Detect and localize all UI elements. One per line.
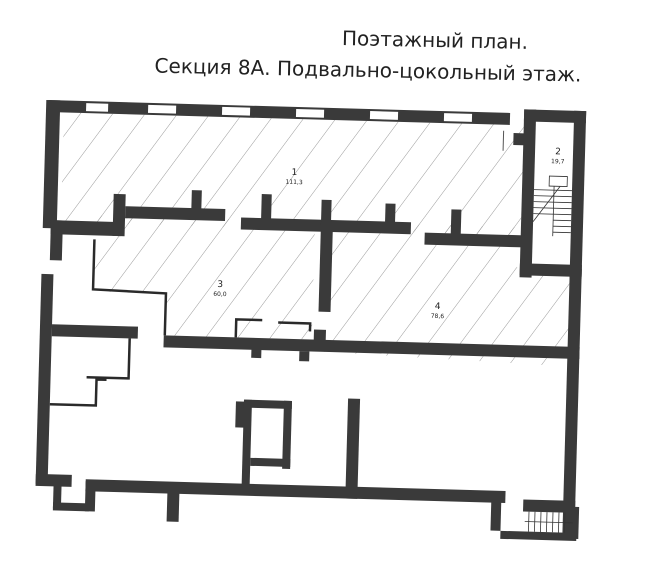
svg-text:19,7: 19,7 xyxy=(551,158,565,165)
svg-text:1: 1 xyxy=(291,168,297,178)
svg-text:2: 2 xyxy=(555,147,561,157)
staircase-icon xyxy=(532,175,572,237)
room-3-label: 3 60,0 xyxy=(213,280,227,298)
room-1-label: 1 111,3 xyxy=(285,168,303,186)
svg-text:111,3: 111,3 xyxy=(285,179,303,186)
entrance-stairs-icon xyxy=(524,511,573,533)
room-3-hatch xyxy=(92,215,316,340)
svg-text:78,6: 78,6 xyxy=(431,313,445,320)
partitions xyxy=(49,239,312,407)
svg-text:3: 3 xyxy=(217,280,223,290)
room-4-hatch xyxy=(324,221,577,367)
walls xyxy=(35,99,587,541)
svg-text:4: 4 xyxy=(435,302,441,312)
room-1-hatch xyxy=(60,112,524,236)
svg-text:60,0: 60,0 xyxy=(213,291,227,298)
room-2-label: 2 19,7 xyxy=(551,147,565,165)
room-4-label: 4 78,6 xyxy=(431,302,445,320)
